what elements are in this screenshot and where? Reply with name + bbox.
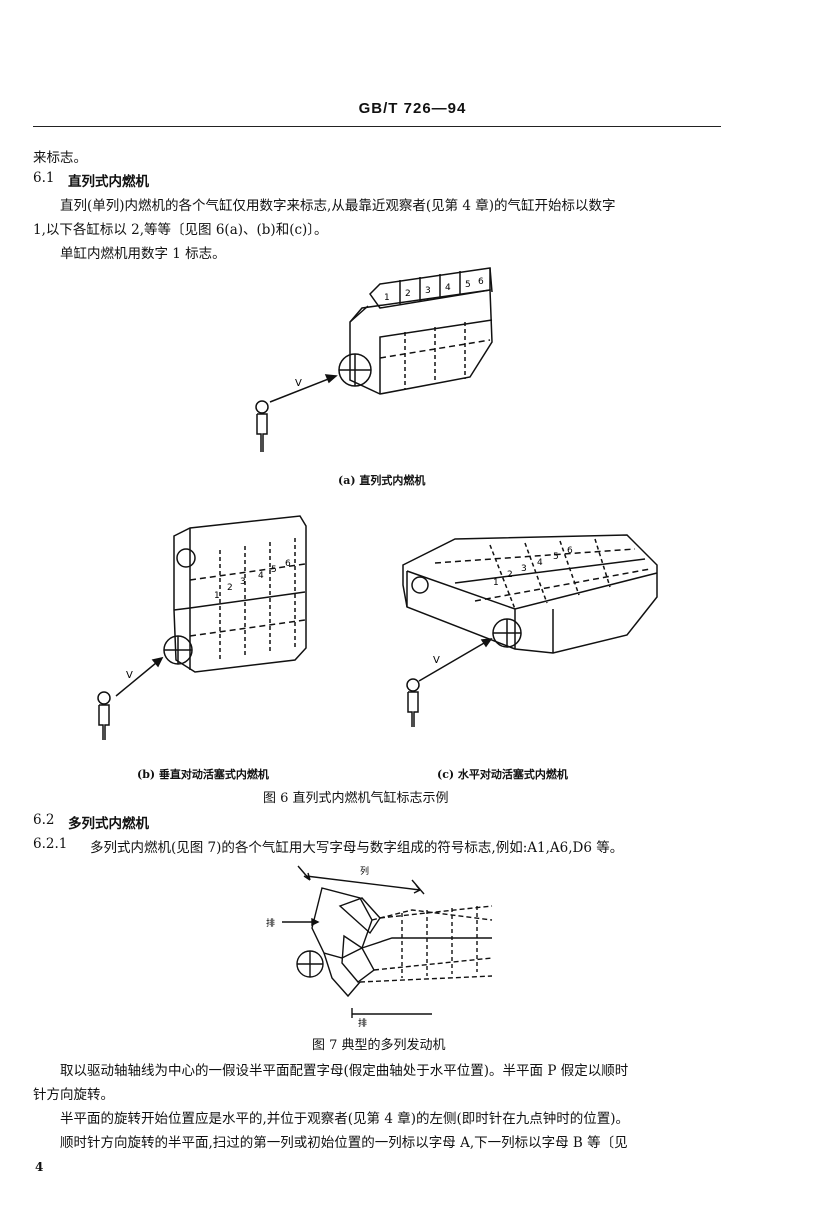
fig6b-cyl-6: 6: [285, 559, 291, 569]
fig7-pai-label-left: 排: [266, 917, 275, 929]
fig6c-cyl-3: 3: [521, 564, 527, 574]
paragraph-5: 顺时针方向旋转的半平面,扫过的第一列或初始位置的一列标以字母 A,下一列标以字母…: [60, 1135, 628, 1151]
fig7-pai-label-bottom: 排: [358, 1017, 367, 1029]
paragraph-1-line-2: 1,以下各缸标以 2,等等〔见图 6(a)、(b)和(c)〕。: [33, 222, 328, 238]
figure-7-caption: 图 7 典型的多列发动机: [312, 1038, 446, 1053]
fig6a-cyl-3: 3: [425, 286, 431, 296]
figure-6a-inline-engine: 1 2 3 4 5 6 V: [255, 267, 493, 452]
fig6a-view-label: V: [295, 378, 302, 389]
paragraph-continuation: 来标志。: [33, 150, 87, 166]
fig6a-cyl-1: 1: [384, 293, 390, 303]
section-6-2-number: 6.2: [33, 812, 55, 828]
fig6c-cyl-2: 2: [507, 570, 513, 580]
paragraph-3-line-1: 取以驱动轴轴线为中心的一假设半平面配置字母(假定曲轴处于水平位置)。半平面 P …: [60, 1063, 629, 1079]
fig6c-cyl-4: 4: [537, 558, 543, 568]
fig6b-cyl-4: 4: [258, 571, 264, 581]
fig6a-cyl-2: 2: [405, 289, 411, 299]
fig6b-cyl-5: 5: [271, 565, 277, 575]
fig6b-cyl-1: 1: [214, 591, 220, 601]
fig6c-cyl-5: 5: [553, 552, 559, 562]
figure-6c-horizontal-opposed-piston-engine: 1 2 3 4 5 6 V: [402, 534, 658, 727]
fig6a-cyl-6: 6: [478, 277, 484, 287]
header-rule: [33, 126, 721, 127]
figure-7-multi-bank-engine: 列 排 排: [266, 865, 493, 1029]
fig6a-cyl-5: 5: [465, 280, 471, 290]
fig6a-cyl-4: 4: [445, 283, 451, 293]
fig6c-cyl-1: 1: [493, 578, 499, 588]
paragraph-4: 半平面的旋转开始位置应是水平的,并位于观察者(见第 4 章)的左侧(即时针在九点…: [60, 1111, 630, 1127]
fig6b-cyl-2: 2: [227, 583, 233, 593]
figure-6b-vertical-opposed-piston-engine: 1 2 3 4 5 6 V: [97, 515, 307, 740]
standard-header: GB/T 726—94: [358, 100, 467, 117]
page-number: 4: [35, 1160, 44, 1174]
paragraph-3-line-2: 针方向旋转。: [33, 1087, 114, 1103]
paragraph-1-line-1: 直列(单列)内燃机的各个气缸仅用数字来标志,从最靠近观察者(见第 4 章)的气缸…: [60, 198, 616, 214]
paragraph-2: 单缸内燃机用数字 1 标志。: [60, 246, 226, 262]
section-6-2-title: 多列式内燃机: [68, 816, 149, 832]
fig7-lie-label: 列: [360, 865, 369, 877]
figure-6a-caption: (a) 直列式内燃机: [338, 474, 426, 487]
section-6-2-1-text: 多列式内燃机(见图 7)的各个气缸用大写字母与数字组成的符号标志,例如:A1,A…: [90, 840, 624, 856]
fig6c-view-label: V: [433, 655, 440, 666]
fig6b-view-label: V: [126, 670, 133, 681]
section-6-1-title: 直列式内燃机: [68, 174, 149, 190]
figure-6c-caption: (c) 水平对动活塞式内燃机: [437, 768, 568, 781]
fig6c-cyl-6: 6: [567, 546, 573, 556]
fig6b-cyl-3: 3: [240, 577, 246, 587]
figure-6-caption: 图 6 直列式内燃机气缸标志示例: [263, 791, 449, 806]
section-6-1-number: 6.1: [33, 170, 55, 186]
section-6-2-1-number: 6.2.1: [33, 836, 68, 852]
figure-6b-caption: (b) 垂直对动活塞式内燃机: [137, 768, 269, 781]
